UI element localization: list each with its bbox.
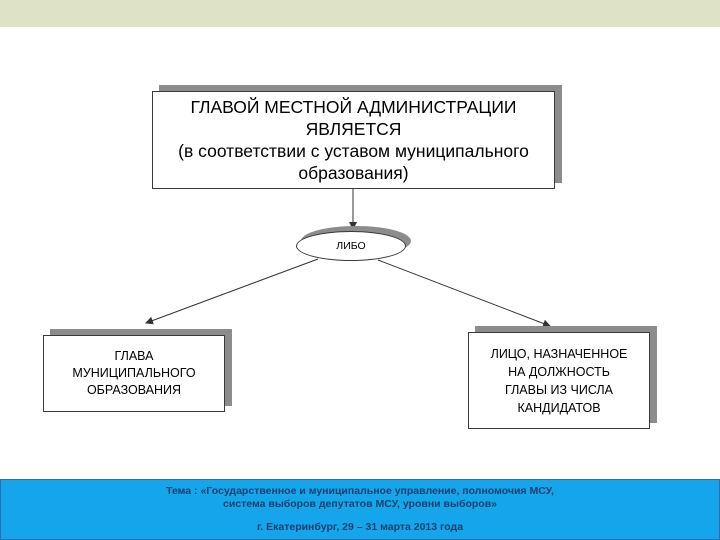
main-box: ГЛАВОЙ МЕСТНОЙ АДМИНИСТРАЦИИ ЯВЛЯЕТСЯ (в… — [152, 91, 555, 189]
right-box-line: НА ДОЛЖНОСТЬ — [508, 364, 610, 379]
main-box-line: ГЛАВОЙ МЕСТНОЙ АДМИНИСТРАЦИИ — [190, 97, 517, 117]
footer-topic: Тема : «Государственное и муниципальное … — [1, 485, 719, 511]
left-box-line: ОБРАЗОВАНИЯ — [86, 383, 182, 397]
right-box-line: ЛИЦО, НАЗНАЧЕННОЕ — [490, 346, 628, 361]
either-ellipse: ЛИБО — [296, 231, 406, 261]
right-box: ЛИЦО, НАЗНАЧЕННОЕ НА ДОЛЖНОСТЬ ГЛАВЫ ИЗ … — [468, 332, 650, 429]
either-label: ЛИБО — [336, 240, 366, 252]
left-box: ГЛАВА МУНИЦИПАЛЬНОГО ОБРАЗОВАНИЯ — [43, 335, 225, 412]
main-box-line: ЯВЛЯЕТСЯ — [305, 119, 402, 139]
main-box-line: (в соответствии с уставом муниципального — [178, 141, 529, 161]
top-band — [0, 0, 720, 27]
left-box-line: МУНИЦИПАЛЬНОГО — [72, 366, 196, 380]
footer-banner: Тема : «Государственное и муниципальное … — [0, 479, 720, 540]
arrow-either-to-right — [377, 259, 551, 328]
right-box-line: ГЛАВЫ ИЗ ЧИСЛА — [505, 382, 613, 397]
right-box-line: КАНДИДАТОВ — [517, 400, 601, 415]
main-box-line: образования) — [298, 163, 409, 183]
arrow-either-to-left — [145, 258, 319, 325]
footer-topic-line: Тема : «Государственное и муниципальное … — [166, 485, 554, 497]
footer-location-date: г. Екатеринбург, 29 – 31 марта 2013 года — [256, 521, 464, 533]
left-box-line: ГЛАВА — [114, 349, 154, 363]
footer-topic-line: система выборов депутатов МСУ, уровни вы… — [223, 498, 497, 510]
